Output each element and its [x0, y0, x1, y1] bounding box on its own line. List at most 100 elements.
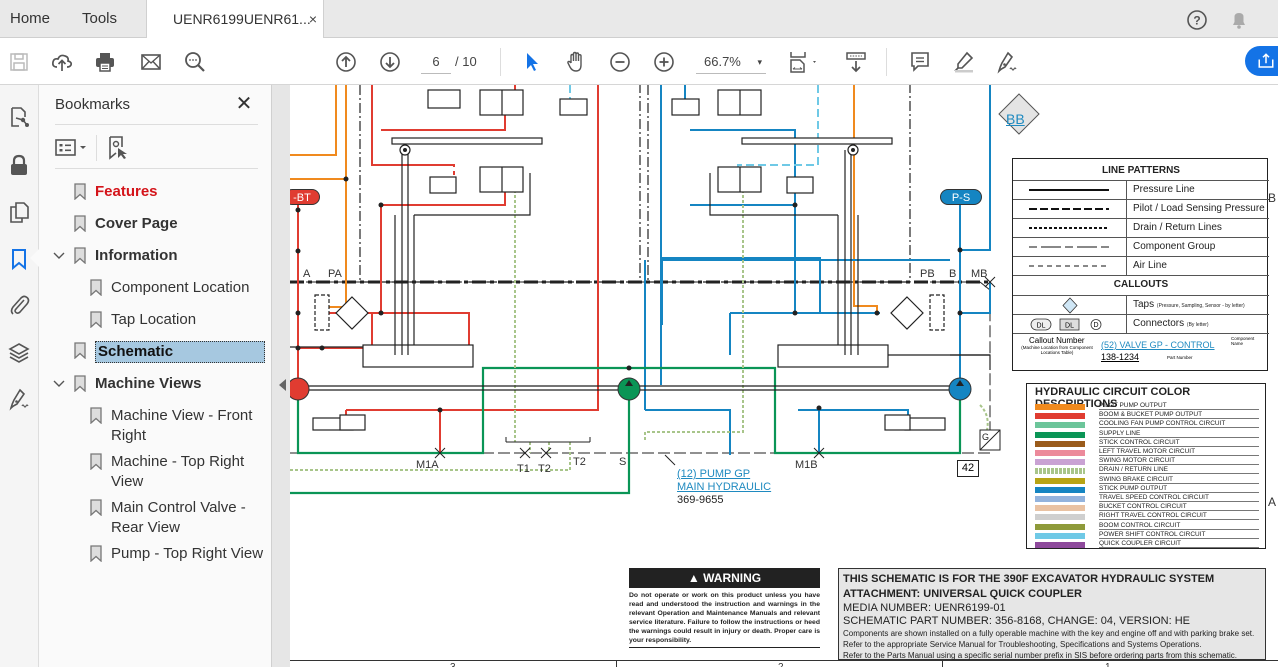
line-patterns-title: LINE PATTERNS	[1102, 165, 1180, 176]
color-legend-row: BUCKET CONTROL CIRCUIT	[1027, 503, 1267, 513]
find-bookmark-icon[interactable]	[107, 135, 131, 161]
line-pattern-row: Component Group	[1013, 237, 1269, 257]
email-icon[interactable]	[138, 49, 164, 75]
line-pattern-row: Pressure Line	[1013, 180, 1269, 200]
color-legend-row: RIGHT TRAVEL CONTROL CIRCUIT	[1027, 512, 1267, 522]
bookmark-icon	[90, 407, 102, 424]
notes-line: Refer to the Parts Manual using a specif…	[843, 651, 1237, 660]
bookmark-component-location[interactable]: Component Location	[90, 278, 249, 298]
color-legend-label: QUICK COUPLER CIRCUIT	[1099, 540, 1259, 548]
bookmark-machine-top-right-view[interactable]: Machine - Top Right View	[90, 452, 261, 492]
divider	[55, 168, 258, 169]
tab-home[interactable]: Home	[10, 10, 51, 27]
svg-text:D: D	[1093, 322, 1098, 329]
comment-icon[interactable]	[907, 49, 933, 75]
zoom-out-icon[interactable]	[607, 49, 633, 75]
zoom-level-select[interactable]: 66.7% ▾	[696, 50, 766, 74]
document-view[interactable]: G -BT P-S BB A PA PB B MB M1A T1 T2 T2 S…	[290, 85, 1278, 667]
port-label-t2: T2	[538, 463, 551, 475]
bookmark-features[interactable]: Features	[74, 182, 158, 202]
grid-letter-a: A	[1268, 495, 1277, 509]
color-swatch	[1035, 468, 1085, 475]
bookmark-cover-page[interactable]: Cover Page	[74, 214, 178, 234]
tab-tools[interactable]: Tools	[82, 10, 118, 27]
color-legend-row: LEFT TRAVEL MOTOR CIRCUIT	[1027, 448, 1267, 458]
collapse-panel-icon	[279, 379, 286, 391]
color-legend-label: LEFT TRAVEL MOTOR CIRCUIT	[1099, 448, 1259, 456]
highlight-icon[interactable]	[951, 49, 977, 75]
print-icon[interactable]	[92, 49, 118, 75]
bookmark-tap-location[interactable]: Tap Location	[90, 310, 196, 330]
bookmark-machine-view-front-right[interactable]: Machine View - Front Right	[90, 406, 261, 446]
sign-icon[interactable]	[994, 49, 1020, 75]
page-thumbnails-icon[interactable]	[5, 198, 33, 226]
tab-document[interactable]: UENR6199UENR61... ×	[146, 0, 324, 39]
color-legend-label: STICK CONTROL CIRCUIT	[1099, 439, 1259, 447]
close-panel-icon[interactable]: ✕	[235, 93, 253, 115]
color-swatch	[1035, 542, 1085, 548]
hydraulic-color-legend: HYDRAULIC CIRCUIT COLOR DESCRIPTIONS PIL…	[1026, 383, 1266, 549]
callout-example-row: Callout Number (Machine Location from Co…	[1013, 333, 1269, 371]
close-tab-icon[interactable]: ×	[308, 11, 317, 27]
bookmark-schematic[interactable]: Schematic	[74, 341, 265, 363]
attachments-icon[interactable]	[5, 291, 33, 319]
tap-bb-link[interactable]: BB	[1006, 111, 1025, 127]
share-icon	[1258, 53, 1274, 68]
zone-divider	[942, 660, 943, 667]
pump-gp-link-line1[interactable]: (12) PUMP GP	[677, 468, 751, 480]
line-pattern-row: Pilot / Load Sensing Pressure	[1013, 199, 1269, 219]
notes-line: Components are shown installed on a full…	[843, 629, 1255, 638]
panel-splitter[interactable]	[272, 85, 290, 667]
collapse-chevron-icon[interactable]	[53, 248, 65, 263]
callouts-header: CALLOUTS	[1013, 275, 1269, 295]
fill-sign-icon[interactable]	[5, 385, 33, 413]
bookmark-icon	[90, 279, 102, 296]
export-pdf-icon[interactable]	[5, 103, 33, 131]
bookmark-pump-top-right-view[interactable]: Pump - Top Right View	[90, 544, 263, 564]
cloud-upload-icon[interactable]	[49, 49, 75, 75]
next-page-icon[interactable]	[377, 49, 403, 75]
bookmark-information[interactable]: Information	[74, 246, 178, 266]
fit-page-icon[interactable]	[786, 49, 822, 75]
color-swatch	[1035, 404, 1085, 410]
toolbar-divider	[886, 48, 887, 76]
share-button[interactable]	[1245, 46, 1278, 76]
color-legend-label: BOOM CONTROL CIRCUIT	[1099, 522, 1259, 530]
bookmark-main-control-valve-rear-view[interactable]: Main Control Valve - Rear View	[90, 498, 261, 538]
color-swatch	[1035, 496, 1085, 502]
help-icon[interactable]: ?	[1186, 9, 1208, 31]
port-label-m1a: M1A	[416, 459, 439, 471]
pump-gp-link-line2[interactable]: MAIN HYDRAULIC	[677, 481, 772, 493]
layers-icon[interactable]	[5, 339, 33, 367]
color-legend-label: SWING BRAKE CIRCUIT	[1099, 476, 1259, 484]
zone-border	[290, 660, 1278, 661]
select-tool-icon[interactable]	[519, 49, 545, 75]
page-total: / 10	[455, 54, 477, 69]
zone-number: 3	[450, 662, 456, 667]
bookmark-machine-views[interactable]: Machine Views	[74, 374, 201, 394]
bookmark-panel-icon[interactable]	[5, 245, 33, 273]
notification-bell-icon[interactable]	[1228, 9, 1250, 31]
previous-page-icon[interactable]	[333, 49, 359, 75]
tag-p-s: P-S	[940, 189, 982, 205]
notes-line: THIS SCHEMATIC IS FOR THE 390F EXCAVATOR…	[843, 573, 1215, 585]
hydraulic-schematic: G	[290, 85, 1040, 495]
bookmark-icon	[90, 453, 102, 470]
scroll-mode-icon[interactable]	[843, 49, 869, 75]
bookmark-options-button[interactable]	[55, 137, 91, 159]
search-icon[interactable]	[182, 49, 208, 75]
bookmark-icon	[74, 342, 86, 359]
page-number-input[interactable]: 6	[421, 50, 451, 74]
color-legend-row: BOOM CONTROL CIRCUIT	[1027, 522, 1267, 532]
collapse-chevron-icon[interactable]	[53, 376, 65, 391]
zoom-in-icon[interactable]	[651, 49, 677, 75]
zone-number: 2	[778, 662, 784, 667]
port-label-pa: PA	[328, 268, 342, 280]
hand-tool-icon[interactable]	[563, 49, 589, 75]
bookmark-icon	[74, 375, 86, 392]
color-swatch	[1035, 532, 1085, 539]
tab-bar: Home Tools UENR6199UENR61... × ?	[0, 0, 1278, 39]
lock-icon[interactable]	[5, 151, 33, 179]
warning-header: ▲ WARNING	[629, 568, 820, 588]
save-icon[interactable]	[6, 49, 32, 75]
